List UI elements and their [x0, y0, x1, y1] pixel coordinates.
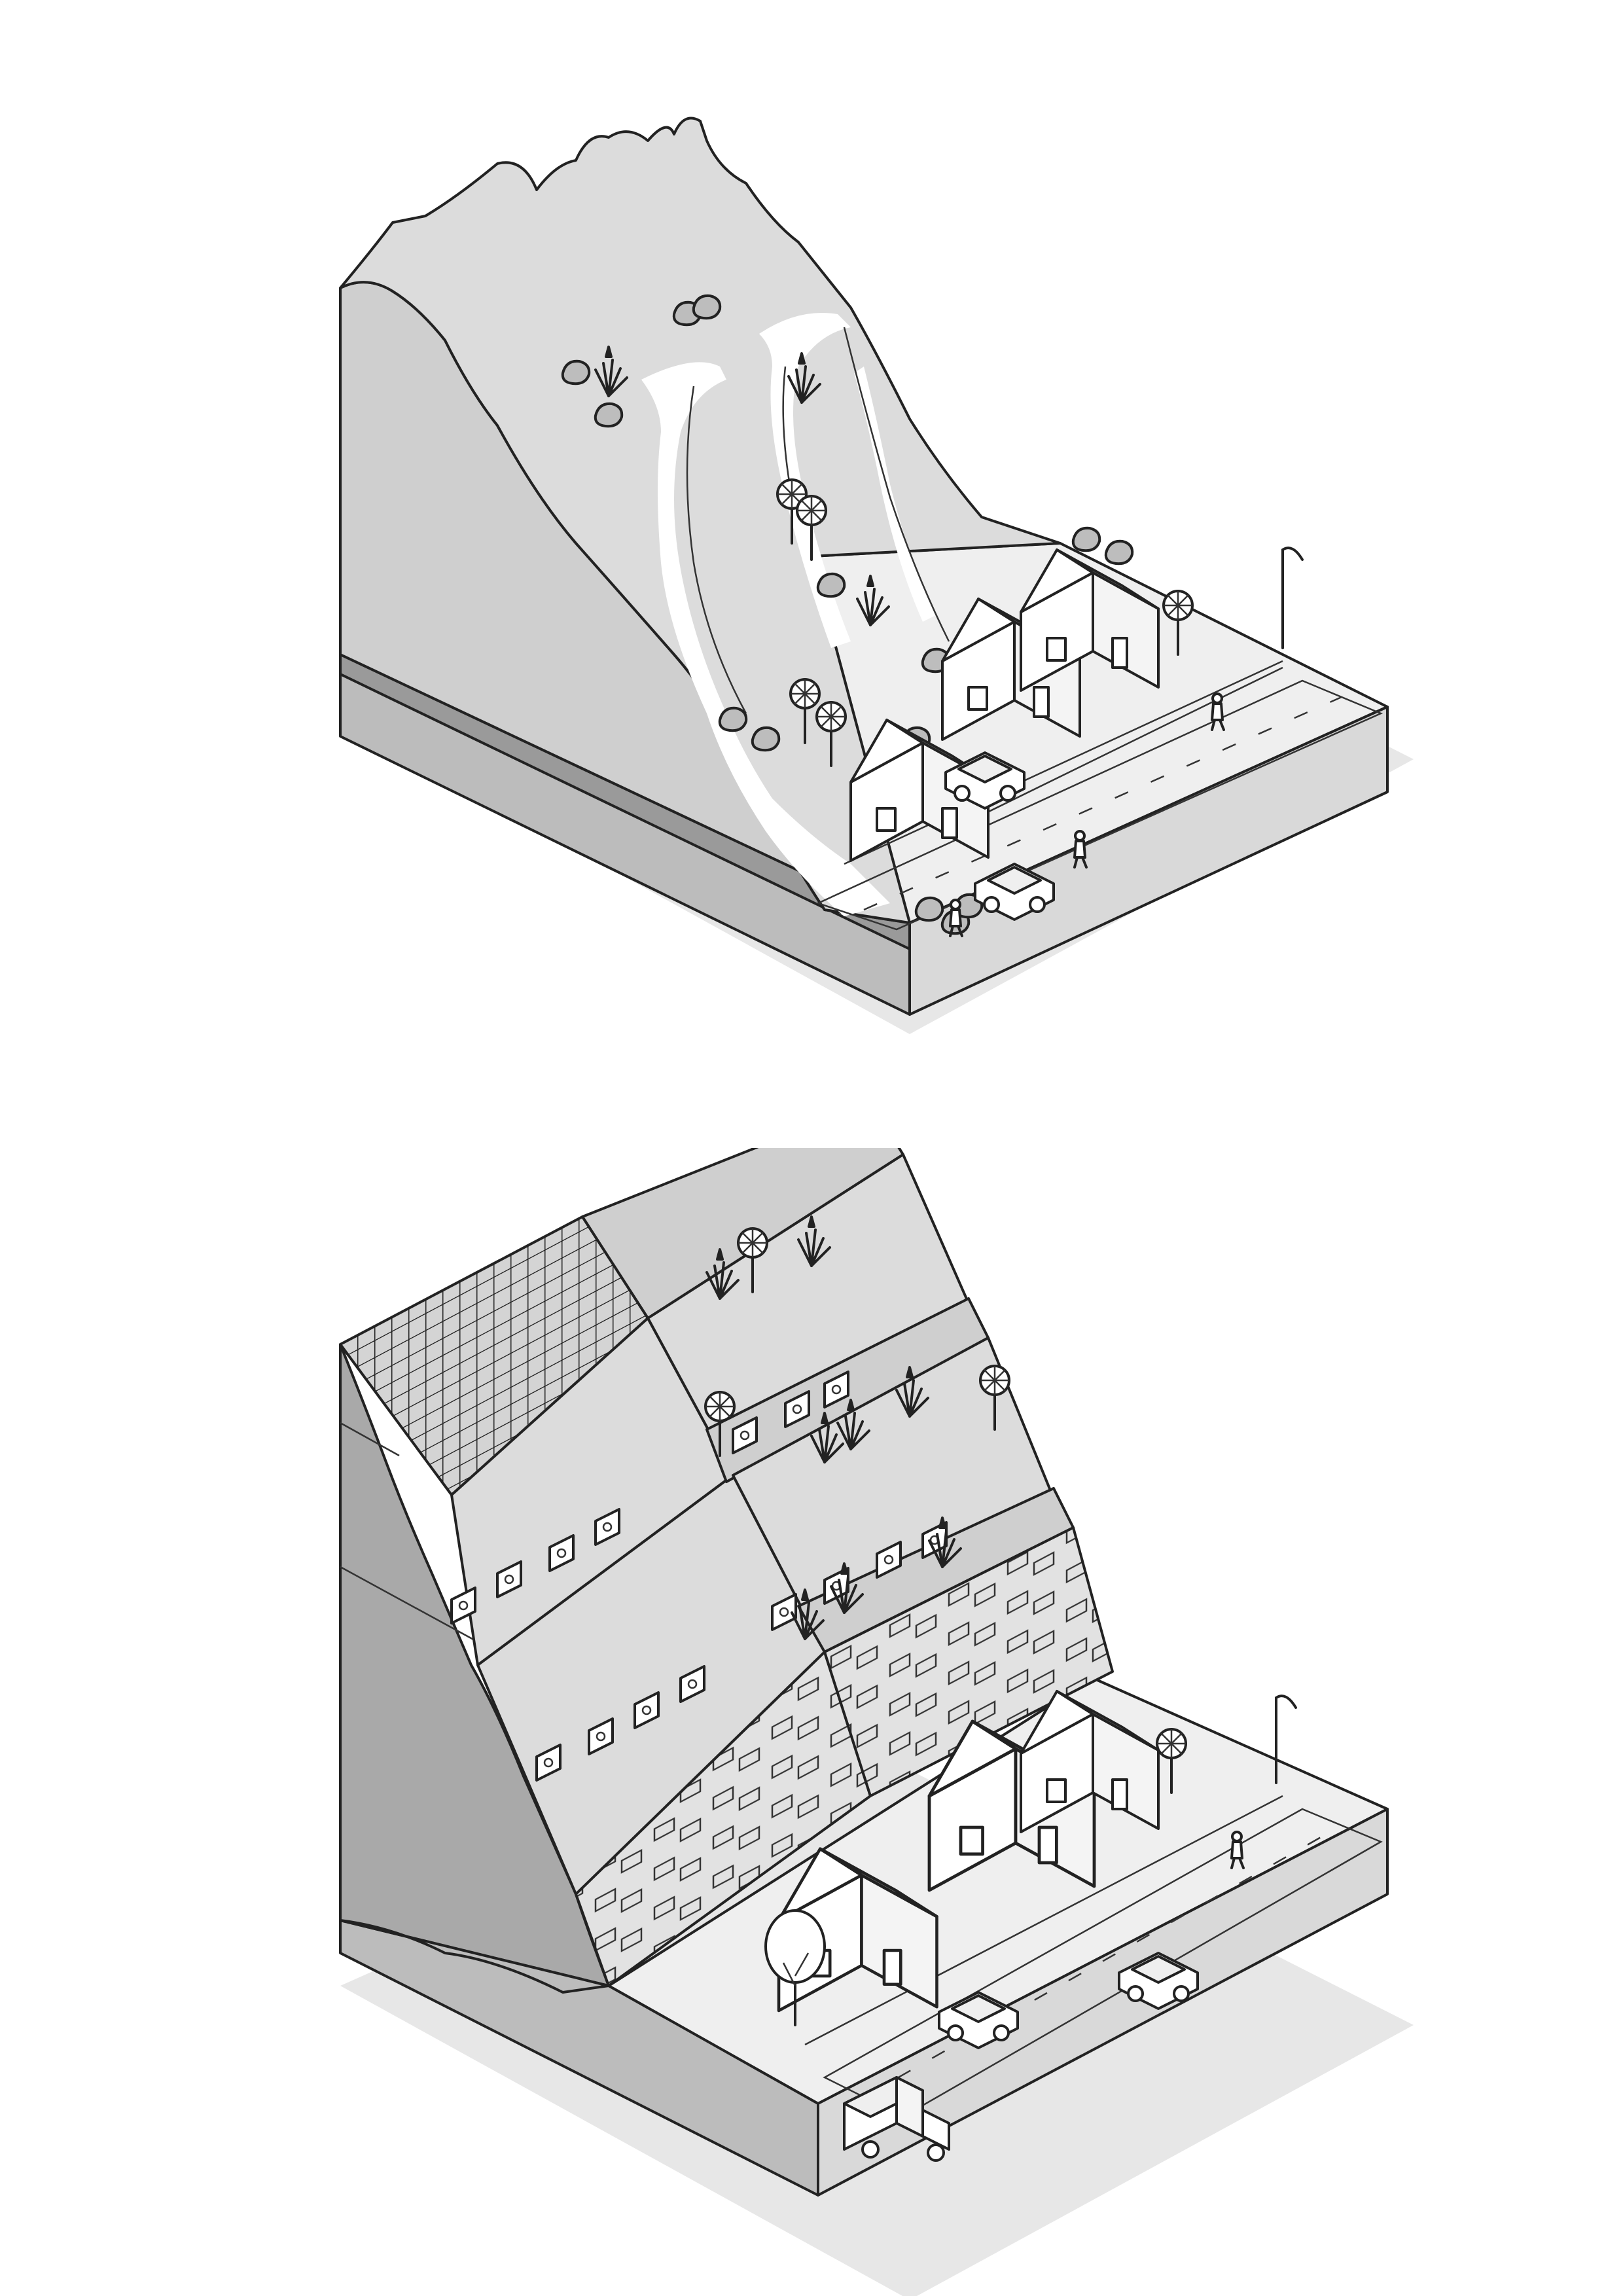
slide-crack	[686, 386, 747, 714]
retaining-wall-right	[823, 1526, 1114, 1797]
berm-highlight	[340, 1422, 485, 1647]
curb-line	[961, 666, 1283, 826]
slope-base	[339, 1919, 610, 1994]
street-lamp-icon	[1281, 547, 1304, 649]
road	[815, 679, 1383, 931]
mountain-front-face	[339, 117, 1061, 924]
slide-channel	[641, 362, 890, 916]
slide-channel	[854, 367, 936, 622]
sidewalk-edge	[804, 1795, 1283, 2046]
landslide-scene	[339, 117, 1414, 1034]
slide-channel	[759, 313, 851, 648]
sidewalk-edge	[844, 660, 1283, 865]
stabilized-slope-scene	[339, 1148, 1414, 2296]
road-centerline	[863, 696, 1342, 911]
street-lamp-icon	[1275, 1695, 1297, 1784]
road-centerline	[863, 1824, 1342, 2098]
